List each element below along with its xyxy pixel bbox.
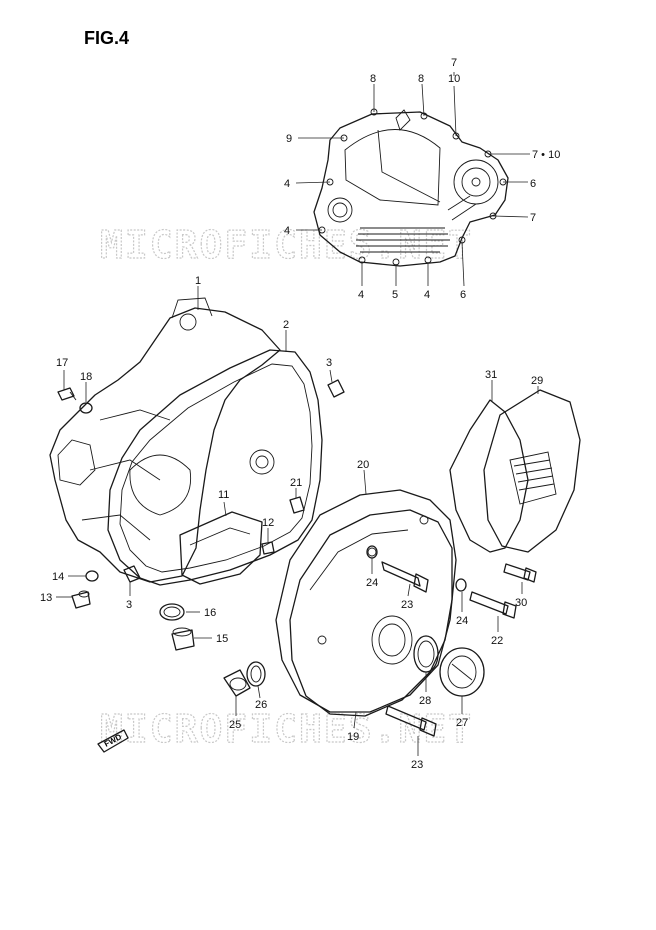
- dowel-pin-part-21: [289, 496, 305, 514]
- bolt-part-17: [57, 387, 77, 401]
- callout-3: 3: [126, 599, 132, 611]
- bolt-part-30: [503, 563, 537, 583]
- callout-1: 1: [195, 275, 201, 287]
- o-ring-part-26: [246, 661, 266, 687]
- magneto-cover-part-19: [289, 509, 453, 717]
- callout-19: 19: [347, 731, 359, 743]
- callout-30: 30: [515, 597, 527, 609]
- cover-part-29: [483, 389, 581, 553]
- callout-6: 6: [460, 289, 466, 301]
- watermark-top: MICROFICHES.NET: [100, 223, 473, 267]
- callout-2: 2: [283, 319, 289, 331]
- cap-part-27: [439, 647, 485, 697]
- callout-20: 20: [357, 459, 369, 471]
- callout-17: 17: [56, 357, 68, 369]
- callout-5: 5: [392, 289, 398, 301]
- callout-7: 7: [451, 57, 457, 69]
- callout-14: 14: [52, 571, 64, 583]
- leader-lines: [56, 72, 539, 756]
- clutch-cover-assembly: [313, 108, 509, 267]
- washer-part-24-right: [455, 578, 467, 592]
- gasket-part-2: [107, 349, 323, 586]
- cover-fins: [356, 227, 450, 253]
- callout-11: 11: [218, 489, 229, 501]
- callout-23: 23: [411, 759, 423, 771]
- crankcase-cover-part-1: [49, 297, 281, 583]
- callout-16: 16: [204, 607, 216, 619]
- callout-21: 21: [290, 477, 302, 489]
- washer-part-14: [85, 570, 99, 582]
- callout-23: 23: [401, 599, 413, 611]
- callout-4: 4: [424, 289, 430, 301]
- figure-title: FIG.4: [84, 28, 130, 48]
- callout-9: 9: [286, 133, 292, 145]
- callout-8: 8: [370, 73, 376, 85]
- plug-part-15: [171, 627, 195, 651]
- cover-plate-part-11: [179, 511, 263, 585]
- callout-labels: 7 10 8 8 9 7 • 10 4 6 4 7 4 5 4 6 1 2 3 …: [40, 57, 560, 771]
- washer-part-18: [79, 402, 93, 414]
- bolt-part-12: [261, 541, 275, 555]
- bolt-part-23-lower: [385, 705, 437, 737]
- dowel-pin-part-3-bottom: [123, 565, 141, 583]
- callout-4: 4: [284, 178, 290, 190]
- callout-6: 6: [530, 178, 536, 190]
- callout-4: 4: [284, 225, 290, 237]
- callout-31: 31: [485, 369, 497, 381]
- callout-3: 3: [326, 357, 332, 369]
- callout-7-10: 7 • 10: [532, 149, 560, 161]
- callout-27: 27: [456, 717, 468, 729]
- o-ring-part-16: [159, 603, 185, 621]
- plug-part-25: [223, 669, 251, 697]
- callout-4: 4: [358, 289, 364, 301]
- callout-29: 29: [531, 375, 543, 387]
- bolt-part-23-upper: [381, 561, 429, 593]
- o-ring-part-28: [413, 635, 439, 673]
- callout-10: 10: [448, 73, 460, 85]
- gasket-part-20: [275, 489, 457, 713]
- callout-25: 25: [229, 719, 241, 731]
- callout-18: 18: [80, 371, 92, 383]
- watermark-bottom: MICROFICHES.NET: [100, 707, 473, 751]
- dowel-pin-part-3-top: [327, 379, 345, 398]
- plug-part-13: [71, 590, 91, 609]
- callout-7: 7: [530, 212, 536, 224]
- callout-22: 22: [491, 635, 503, 647]
- callout-13: 13: [40, 592, 52, 604]
- callout-28: 28: [419, 695, 431, 707]
- callout-12: 12: [262, 517, 274, 529]
- callout-26: 26: [255, 699, 267, 711]
- callout-8: 8: [418, 73, 424, 85]
- callout-15: 15: [216, 633, 228, 645]
- gasket-part-31: [449, 399, 529, 553]
- bolt-part-22: [469, 591, 517, 619]
- callout-24: 24: [366, 577, 378, 589]
- callout-24: 24: [456, 615, 468, 627]
